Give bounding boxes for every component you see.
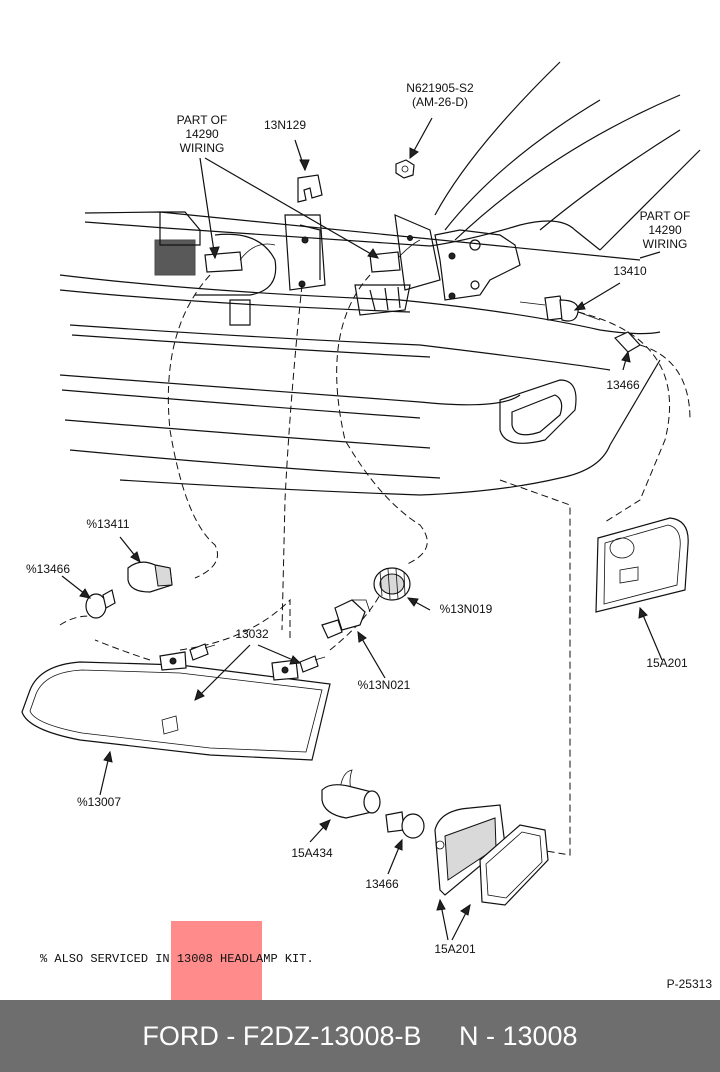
part-of-wiring-right-label: PART OF 14290 WIRING [640, 209, 691, 251]
svg-text:14290: 14290 [185, 127, 219, 141]
retainer-13n019-label: %13N019 [440, 602, 493, 616]
socket-13411-icon [127, 561, 173, 593]
wiring-connector-right [369, 239, 421, 273]
svg-text:WIRING: WIRING [180, 141, 225, 155]
socket-15a434-label: 15A434 [291, 846, 333, 860]
bulb-13466-bottom-label: 13466 [365, 877, 399, 891]
bulb-13n021-icon [321, 599, 371, 639]
leader-arrowheads [79, 147, 648, 916]
front-end-body [59, 61, 701, 496]
highlight-marker [171, 921, 262, 1000]
parking-lamp-15a201-right-icon [595, 517, 689, 613]
service-footnote: % ALSO SERVICED IN 13008 HEADLAMP KIT. [40, 952, 314, 966]
bulb-13466-bottom-icon [385, 811, 425, 839]
bulb-13466-top-label: 13466 [606, 378, 640, 392]
part-number-text: FORD - F2DZ-13008-B N - 13008 [142, 1020, 578, 1051]
svg-text:PART OF: PART OF [177, 113, 228, 127]
screws-13032-label: 13032 [235, 627, 269, 641]
socket-15a434-icon [321, 769, 381, 819]
svg-text:N621905-S2: N621905-S2 [406, 81, 474, 95]
headlamp-13007-label: %13007 [77, 795, 121, 809]
bulb-13466-top-icon [613, 331, 641, 353]
svg-text:14290: 14290 [648, 223, 682, 237]
nut-icon [395, 159, 415, 179]
lamp-15a201-right-label: 15A201 [646, 656, 688, 670]
socket-13410-label: 13410 [613, 264, 647, 278]
part-number-footer: FORD - F2DZ-13008-B N - 13008 [0, 1000, 720, 1072]
bulb-13n021-label: %13N021 [358, 678, 411, 692]
socket-13411-label: %13411 [86, 517, 129, 531]
svg-text:WIRING: WIRING [643, 237, 688, 251]
headlamp-exploded-diagram: PART OF 14290 WIRING 13N129 N621905-S2 (… [21, 61, 701, 956]
svg-text:PART OF: PART OF [640, 209, 691, 223]
svg-text:(AM-26-D): (AM-26-D) [412, 95, 468, 109]
side-marker-15a201-bottom-icon [434, 804, 549, 906]
headlamp-13007-icon [21, 651, 331, 761]
clip-13n129-icon [297, 174, 323, 203]
part-of-wiring-left-label: PART OF 14290 WIRING [177, 113, 228, 155]
bulb-13466-left-icon [85, 589, 116, 619]
clip-13n129-label: 13N129 [264, 118, 306, 132]
nut-label: N621905-S2 (AM-26-D) [406, 81, 474, 109]
drawing-id: P-25313 [666, 977, 712, 991]
lamp-15a201-bottom-label: 15A201 [434, 942, 476, 956]
bulb-13466-left-label: %13466 [26, 562, 70, 576]
retainer-13n019-icon [373, 567, 411, 601]
